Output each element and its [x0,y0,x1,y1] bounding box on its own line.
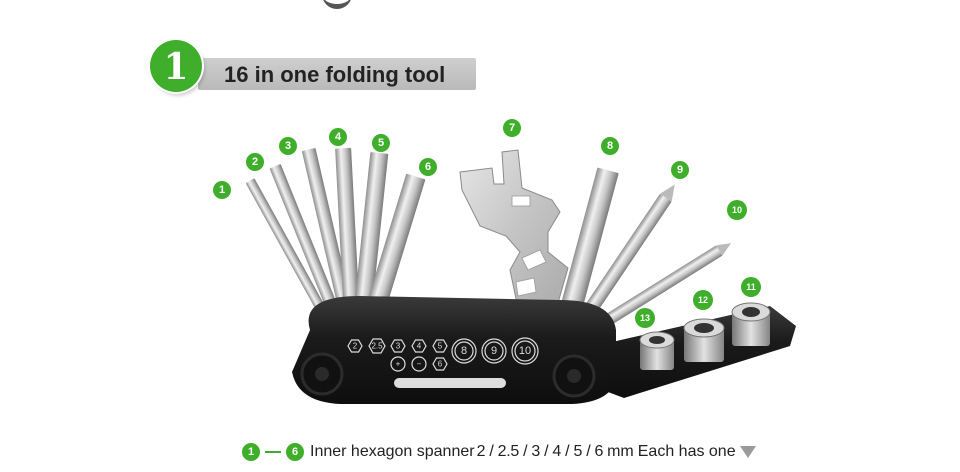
hex-key-2 [269,164,344,324]
tool-8 [557,167,619,323]
marker-10: 10 [727,200,747,220]
marker-number: 1 [219,184,225,196]
spanner-plate [459,149,569,319]
circle-mark-label: 9 [491,345,497,357]
down-triangle-icon [739,446,756,458]
hex-key-4 [335,147,360,319]
caption-from-badge: 1 [242,443,260,461]
section-number: 1 [163,46,189,88]
hex-mark-4: 4 [411,339,427,353]
marker-5: 5 [372,134,390,152]
marker-1: 1 [213,181,231,199]
bottom-mark-3: 6 [432,357,448,371]
hex-mark-label: 5 [438,342,443,351]
socket-12 [683,318,725,362]
circle-mark-label: 10 [519,345,531,357]
body-size-marks: 2 2.5 3 4 5 8 9 10 [347,337,539,372]
marker-number: 6 [425,161,431,173]
hex-mark-2: 2.5 [368,338,386,354]
caption-text: Inner hexagon spanner [310,443,475,460]
hex-mark-label: 4 [417,342,422,351]
section-title: 16 in one folding tool [224,62,446,87]
hex-mark-label: 2.5 [371,342,383,351]
marker-number: 3 [285,140,291,152]
bottom-mark-label: 6 [438,360,443,369]
caption-unit: mm [607,443,634,460]
marker-4: 4 [329,128,347,146]
marker-12: 12 [693,290,713,310]
hex-key-3 [302,148,355,322]
marker-13: 13 [635,308,655,328]
hex-mark-5: 5 [432,339,448,353]
circle-mark-1: 8 [451,338,477,364]
hex-key-1 [245,178,335,328]
marker-3: 3 [279,137,297,155]
tool-body [292,296,616,404]
marker-number: 11 [746,282,756,292]
screwdrivers [557,167,732,335]
circle-mark-label: 8 [461,345,467,357]
hex-key-5 [353,152,389,319]
caption-dash [265,451,281,453]
marker-number: 12 [698,295,708,305]
hex-mark-label: 3 [396,342,401,351]
caption: 1 6 Inner hexagon spanner 2 / 2.5 / 3 / … [242,440,756,464]
marker-number: 9 [677,164,683,176]
marker-number: 4 [335,131,342,143]
caption-sizes: 2 / 2.5 / 3 / 4 / 5 / 6 [476,443,604,460]
top-arc-decoration [322,0,352,9]
tool-9 [576,184,675,326]
hex-mark-label: 2 [353,342,358,351]
marker-number: 2 [252,156,258,168]
bottom-mark-label: + [396,360,401,369]
marker-number: 10 [732,205,742,215]
hex-mark-1: 2 [347,339,363,353]
socket-13 [639,331,675,370]
marker-6: 6 [419,158,437,176]
marker-2: 2 [246,153,264,171]
bottom-mark-2: − [411,356,427,372]
marker-7: 7 [503,119,521,137]
section-number-badge: 1 [150,40,202,92]
caption-to-badge: 6 [286,443,304,461]
marker-number: 13 [640,313,650,323]
hex-keys [245,147,426,328]
marker-8: 8 [601,137,619,155]
marker-number: 8 [607,140,613,152]
bottom-mark-1: + [390,356,406,372]
bottom-mark-label: − [417,360,422,369]
section-header: 16 in one folding tool 1 [150,40,480,95]
tool-markers: 1 2 3 4 5 6 7 8 9 10 11 [213,119,761,328]
circle-mark-3: 10 [511,337,539,365]
caption-note: Each has one [637,443,736,460]
marker-9: 9 [671,161,689,179]
socket-11 [731,302,771,346]
hex-key-6 [362,173,426,323]
hex-mark-3: 3 [390,339,406,353]
socket-arm [608,302,796,398]
marker-number: 7 [509,122,515,134]
circle-mark-2: 9 [481,338,507,364]
tool-10 [589,243,732,335]
marker-11: 11 [741,277,761,297]
marker-number: 5 [378,137,384,149]
header-bar [198,58,476,90]
